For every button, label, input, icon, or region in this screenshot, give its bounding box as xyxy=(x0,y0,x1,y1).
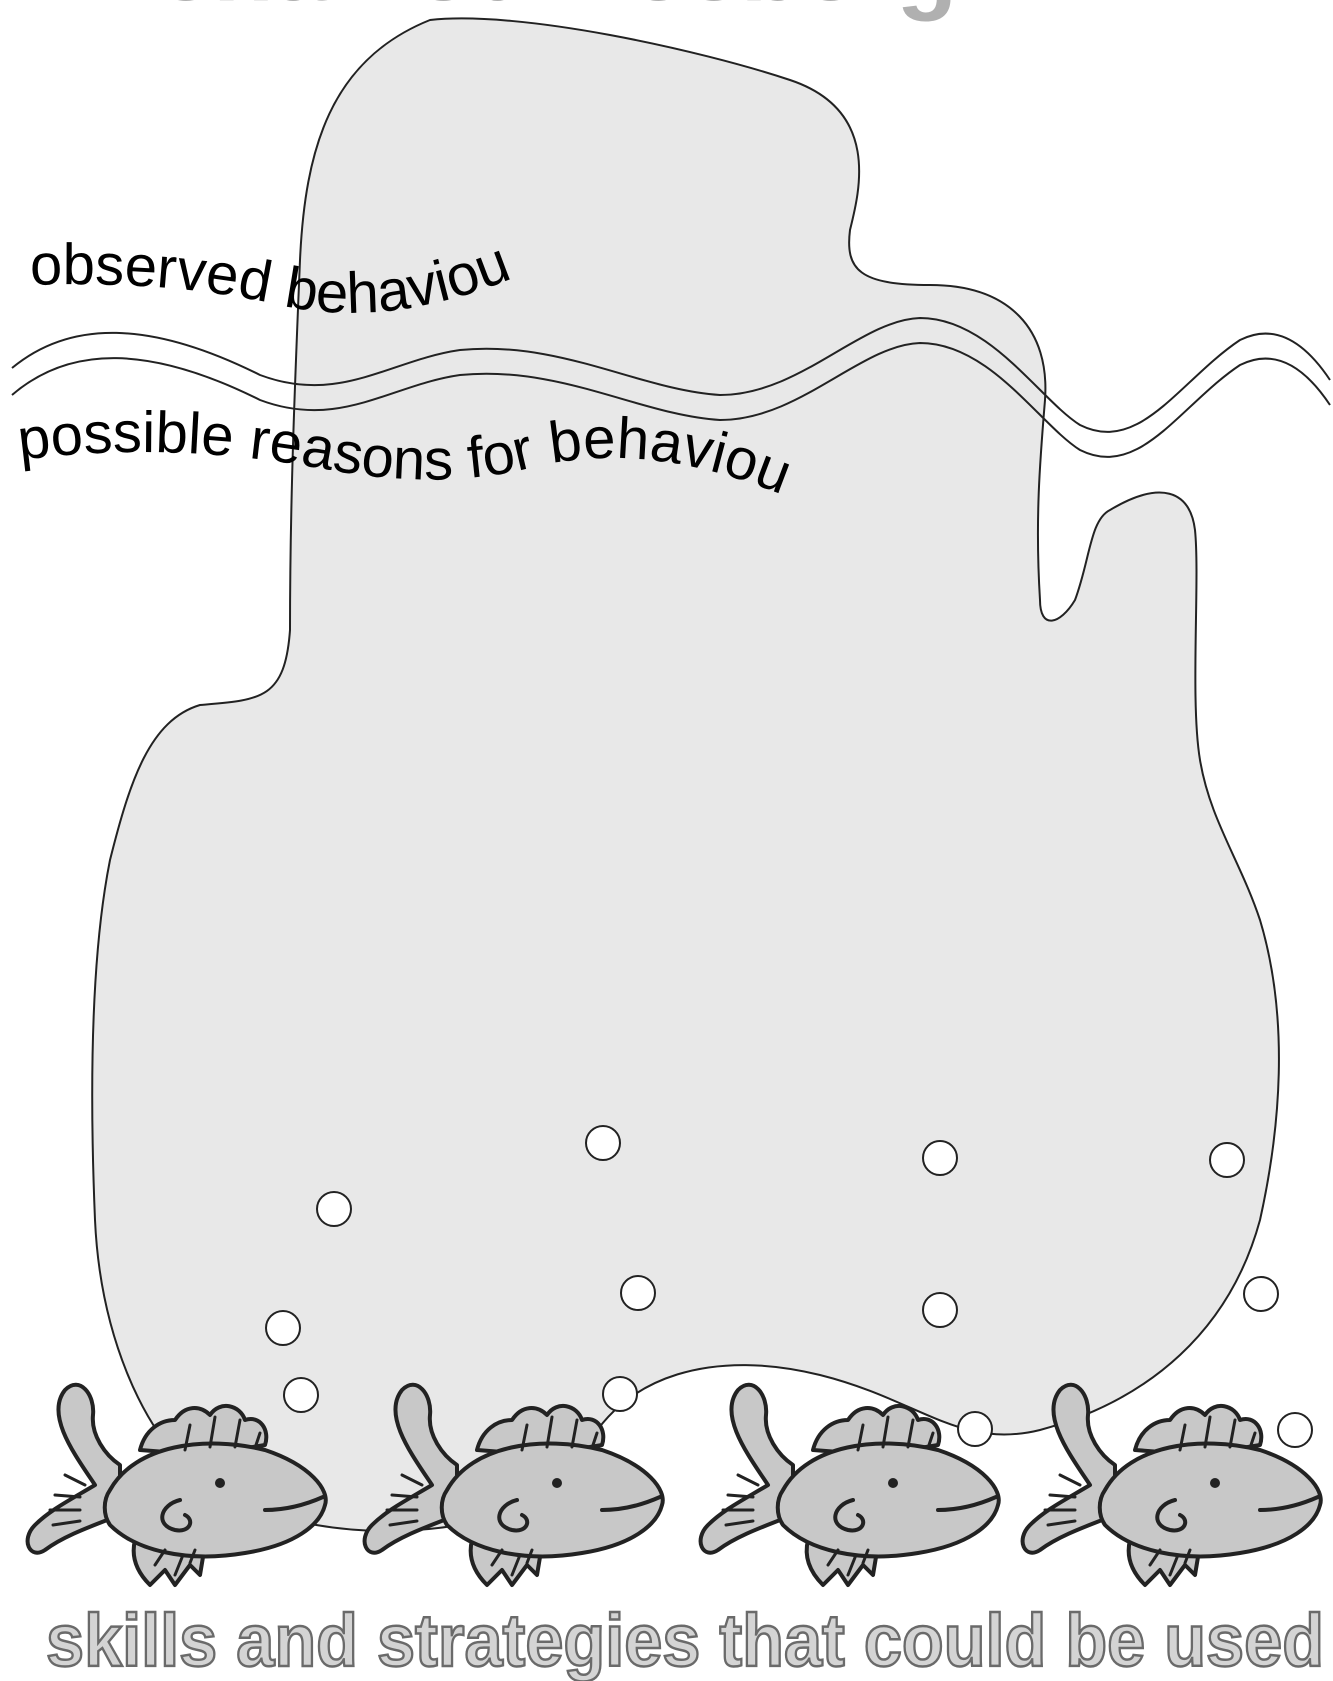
skills-strategies-label: skills and strategies that could be used xyxy=(46,1599,1324,1681)
bubble-12 xyxy=(1278,1413,1312,1447)
bubble-8 xyxy=(266,1311,300,1345)
bubble-4 xyxy=(1210,1143,1244,1177)
bubble-3 xyxy=(923,1141,957,1175)
page-title: Behaviour Iceberg xyxy=(85,0,958,22)
bubble-7 xyxy=(1244,1277,1278,1311)
bubble-1 xyxy=(586,1126,620,1160)
iceberg-shape xyxy=(92,18,1279,1530)
bubble-9 xyxy=(284,1378,318,1412)
bubble-10 xyxy=(603,1377,637,1411)
bubble-11 xyxy=(958,1412,992,1446)
fish-group xyxy=(28,1385,1321,1585)
fish-4 xyxy=(1023,1385,1321,1585)
bubble-6 xyxy=(923,1293,957,1327)
bubble-2 xyxy=(317,1192,351,1226)
bubble-5 xyxy=(621,1276,655,1310)
